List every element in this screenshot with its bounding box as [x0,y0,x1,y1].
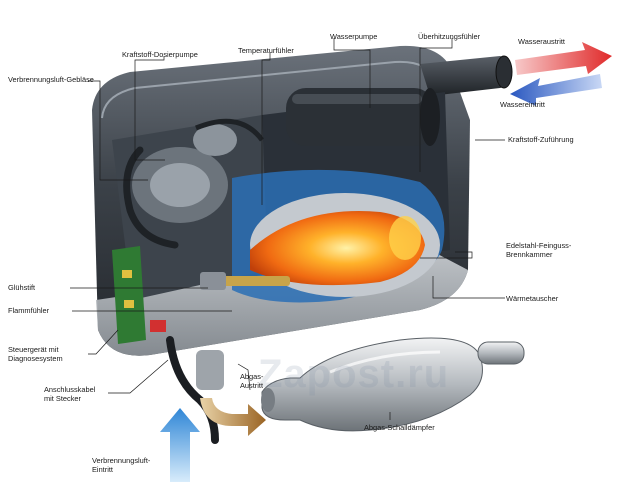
water-pump-body [286,88,440,146]
blower-assembly [123,118,265,249]
exhaust-pipe-stub [196,350,224,390]
leader-lines [70,38,505,420]
label-steuergeraet-line2: Diagnosesystem [8,354,63,363]
label-abgas-austritt-line1: Abgas- [240,372,264,381]
control-unit [112,246,166,344]
water-inlet-arrow [510,74,602,106]
label-temperaturfuehler: Temperaturfühler [238,46,294,55]
label-verbrennungsluft-eintritt-line2: Eintritt [92,465,113,474]
combustion-air-inlet-arrow [160,408,200,482]
label-verbrennungsluft-eintritt-line1: Verbrennungsluft- [92,456,151,465]
label-steuergeraet-line1: Steuergerät mit [8,345,59,354]
label-kraftstoff-zufuehrung: Kraftstoff-Zuführung [508,135,574,144]
label-abgas-austritt-line2: Austritt [240,381,263,390]
label-wassereintritt: Wassereintritt [500,100,545,109]
label-kraftstoff-dosierpumpe: Kraftstoff-Dosierpumpe [122,50,198,59]
label-verbrennungsluft-geblaese: Verbrennungsluft-Gebläse [8,75,94,84]
label-brennkammer-line2: Brennkammer [506,250,553,259]
exhaust-muffler [261,337,525,432]
label-anschlusskabel-line1: Anschlusskabel [44,385,96,394]
water-outlet-arrow [515,42,612,75]
label-brennkammer-line1: Edelstahl-Feinguss- [506,241,572,250]
combustion-chamber [250,193,440,297]
label-wasserpumpe: Wasserpumpe [330,32,378,41]
connection-cable [166,336,219,444]
label-gluehstift: Glühstift [8,283,36,292]
label-wasseraustritt: Wasseraustritt [518,37,565,46]
label-ueberhitzungsfuehler: Überhitzungsfühler [418,32,481,41]
label-flammfuehler: Flammfühler [8,306,50,315]
watermark: Zapost.ru [258,352,450,396]
water-outlet-pipe [420,55,513,96]
label-anschlusskabel-line2: mit Stecker [44,394,81,403]
label-abgas-schalldaempfer: Abgas-Schalldämpfer [364,423,435,432]
label-waermetauscher: Wärmetauscher [506,294,559,303]
glow-pin [200,272,290,290]
exhaust-outlet-arrow [200,398,266,436]
